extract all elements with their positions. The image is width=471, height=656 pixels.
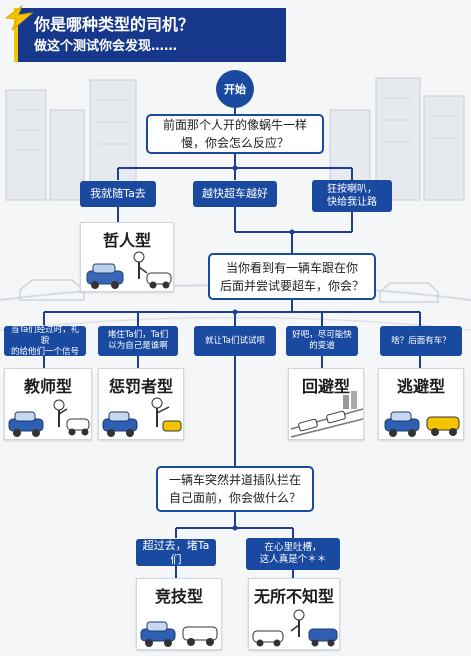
option-overtake-block: 超过去，堵Ta们: [136, 539, 216, 566]
car-scene-illustration: [252, 609, 338, 647]
option-change-lane: 好吧，尽可能快 的变道: [286, 326, 358, 356]
result-card-escaper: 逃避型: [378, 368, 464, 440]
question-1-box: 前面那个人开的像蜗牛一样 慢，你会怎么反应？: [146, 114, 324, 154]
question-3-box: 一辆车突然并道插队拦在 自己面前，你会做什么？: [156, 466, 314, 512]
option-let-them-be: 我就随Ta去: [80, 181, 156, 207]
option-complain-inside: 在心里吐槽， 这人真是个＊＊: [246, 538, 340, 570]
car-scene-illustration: [102, 397, 182, 437]
result-label-avoider: 回避型: [301, 377, 350, 396]
option-polite-signal: 当Ta们经过时，礼貌 的给他们一个信号: [4, 325, 86, 357]
header-banner: 你是哪种类型的司机？ 做这个测试你会发现……: [14, 8, 286, 62]
result-label-teacher: 教师型: [23, 377, 72, 396]
car-scene-illustration: [140, 621, 218, 647]
option-let-them-try: 就让Ta们试试呗: [194, 326, 276, 356]
result-label-punisher: 惩罚者型: [108, 377, 173, 396]
question-2-box: 当你看到有一辆车跟在你 后面并尝试要超车，你会？: [208, 253, 376, 300]
option-overtake-fast: 越快超车越好: [193, 181, 277, 207]
car-scene-illustration: [384, 411, 460, 437]
result-card-competitor: 竞技型: [136, 578, 222, 650]
result-card-philosopher: 哲人型: [80, 222, 174, 292]
lightning-logo-icon: [4, 4, 34, 31]
result-card-punisher: 惩罚者型: [98, 368, 184, 440]
result-label-know-it-all: 无所不知型: [253, 587, 334, 606]
start-node: 开始: [216, 70, 254, 108]
result-card-teacher: 教师型: [4, 368, 92, 440]
car-scene-illustration: [86, 251, 172, 289]
result-card-avoider: 回避型: [288, 368, 364, 440]
result-label-escaper: 逃避型: [396, 377, 445, 396]
result-card-know-it-all: 无所不知型: [248, 578, 340, 650]
highway-scene-illustration: [290, 391, 363, 438]
header-title: 你是哪种类型的司机？: [34, 15, 195, 34]
option-block-them: 堵住Ta们，Ta们 以为自己是谁啊: [98, 326, 178, 356]
car-scene-illustration: [8, 399, 90, 437]
header-subtitle: 做这个测试你会发现……: [34, 39, 178, 54]
option-what-car-behind: 啥？后面有车？: [380, 326, 462, 356]
result-label-competitor: 竞技型: [154, 587, 203, 606]
option-honk-horn: 狂按喇叭， 快给我让路: [312, 180, 392, 212]
result-label-philosopher: 哲人型: [102, 231, 151, 250]
